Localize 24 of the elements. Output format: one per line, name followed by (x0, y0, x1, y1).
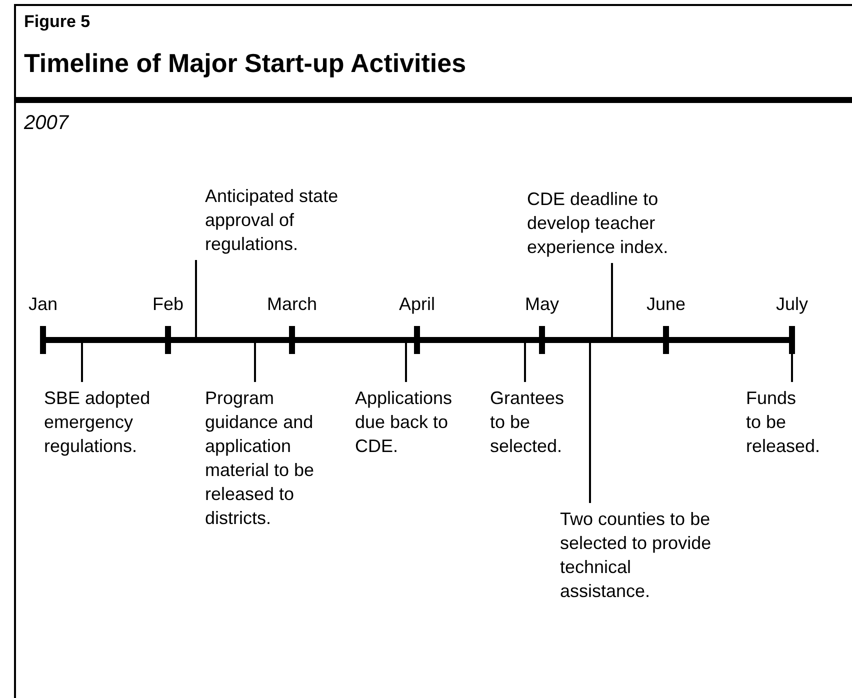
event-text: CDE deadline to develop teacher experience index. (527, 187, 707, 259)
event-text: Funds to be released. (746, 386, 816, 458)
event-text: Program guidance and application material to be released to districts. (205, 386, 345, 530)
month-label: Jan (28, 294, 58, 315)
event-text: Applications due back to CDE. (355, 386, 485, 458)
leader-line (611, 263, 613, 340)
month-label: June (646, 294, 686, 315)
leader-line (589, 340, 591, 503)
leader-line (254, 340, 256, 382)
event-text: SBE adopted emergency regulations. (44, 386, 184, 458)
month-label: July (776, 294, 808, 315)
leader-line (405, 340, 407, 382)
diagram-title: Timeline of Major Start-up Activities (24, 48, 466, 79)
year-label: 2007 (24, 112, 68, 135)
leader-line (81, 340, 83, 382)
leader-line (195, 260, 197, 340)
month-label: March (267, 294, 317, 315)
event-text: Two counties to be selected to provide technical assistance. (560, 507, 720, 603)
month-label: April (399, 294, 435, 315)
event-text: Anticipated state approval of regulations. (205, 184, 370, 256)
leader-line (524, 340, 526, 382)
month-label: May (525, 294, 559, 315)
month-label: Feb (152, 294, 184, 315)
figure-number: Figure 5 (24, 12, 90, 32)
